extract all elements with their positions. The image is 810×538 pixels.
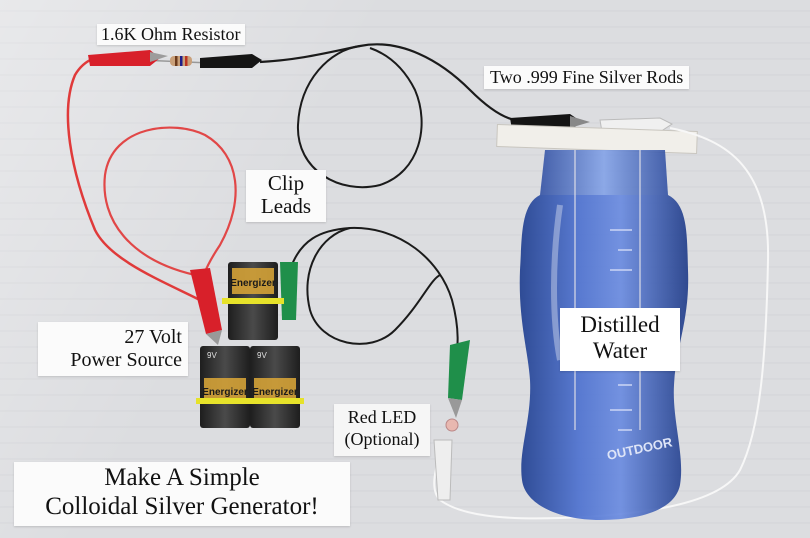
battery-voltage-1: 9V (207, 351, 217, 360)
battery-brand-2: Energizer (202, 387, 248, 398)
white-clip-led (433, 439, 453, 501)
clip-leads-label: Clip Leads (246, 170, 326, 223)
rubber-band-bottom (196, 398, 304, 404)
black-wire-top (259, 43, 516, 122)
red-led-line-2: (Optional) (344, 428, 420, 449)
red-led (445, 418, 459, 432)
resistor-label: 1.6K Ohm Resistor (97, 24, 245, 45)
silver-rods-label: Two .999 Fine Silver Rods (484, 66, 690, 89)
power-source-label: 27 Volt Power Source (38, 322, 188, 376)
red-wire (66, 55, 201, 302)
black-clip-top (200, 54, 262, 68)
distilled-water-line-2: Water (592, 338, 648, 364)
clip-leads-line-2: Leads (260, 194, 312, 219)
battery-brand-1: Energizer (230, 278, 276, 289)
distilled-water-label: Distilled Water (560, 308, 680, 371)
battery-brand-3: Energizer (252, 387, 298, 398)
battery-voltage-2: 9V (257, 351, 267, 360)
red-clip-top (88, 50, 168, 66)
power-source-line-2: Power Source (70, 349, 182, 371)
title-label: Make A Simple Colloidal Silver Generator… (14, 462, 350, 526)
red-led-line-1: Red LED (347, 407, 417, 427)
red-wire-loop (103, 126, 237, 286)
distilled-water-line-1: Distilled (580, 312, 660, 337)
rod-holder (496, 123, 698, 155)
title-line-1: Make A Simple (104, 464, 260, 491)
green-clip-led (448, 340, 470, 418)
green-lead-loop (306, 227, 441, 345)
red-clip-battery (190, 268, 222, 345)
rubber-band-top (222, 298, 284, 304)
clip-leads-line-1: Clip (267, 171, 305, 195)
title-line-2: Colloidal Silver Generator! (45, 492, 319, 520)
green-lead-wire (289, 226, 459, 361)
green-clip-battery (280, 262, 298, 320)
black-wire-loop (296, 45, 423, 189)
white-wire (433, 127, 770, 520)
battery-pack: Energizer Energizer Energizer 9V 9V (196, 262, 304, 428)
power-source-line-1: 27 Volt (124, 326, 182, 348)
red-led-label: Red LED (Optional) (334, 404, 430, 457)
